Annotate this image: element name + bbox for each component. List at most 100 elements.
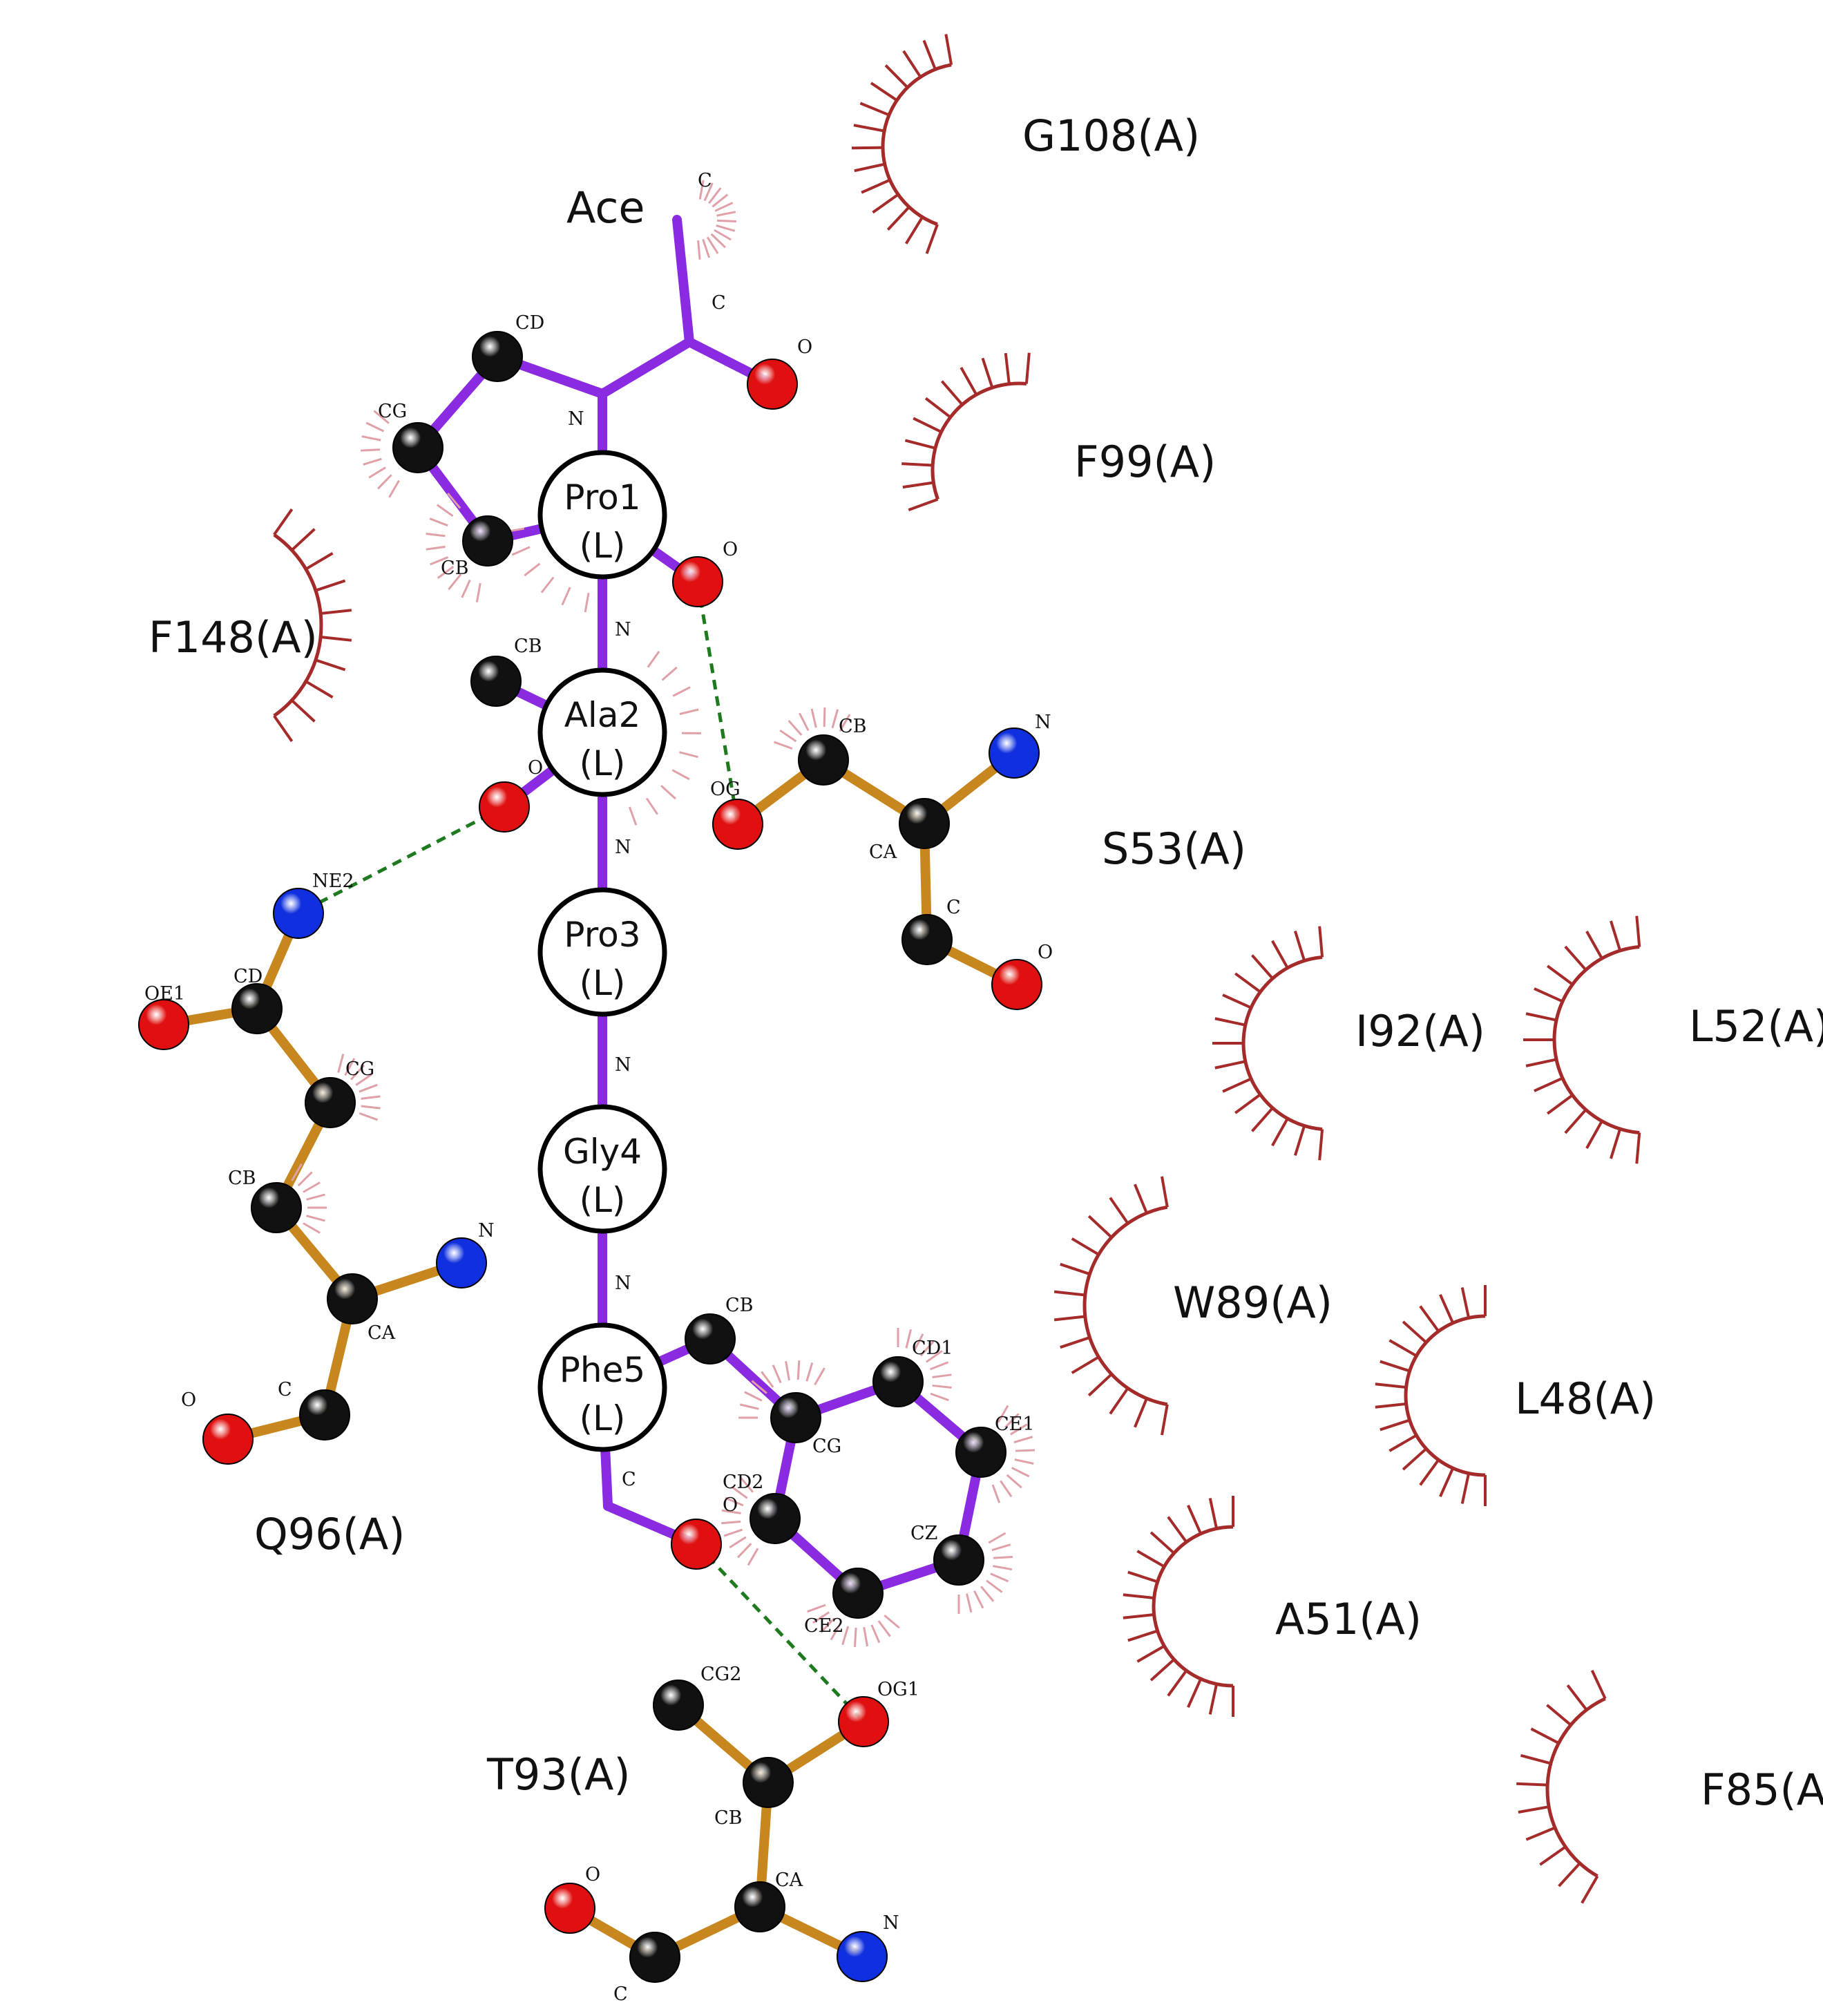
contact-tick [698, 180, 705, 200]
atom-label-phe5-n: N [615, 1273, 631, 1294]
contact-tick [437, 565, 455, 579]
atom-q96-n [436, 1237, 487, 1288]
atom-pro1-cd [472, 331, 523, 382]
contact-spoke [853, 124, 885, 133]
atom-label-pro1-n: N [568, 408, 584, 430]
atom-label-s53-og: OG [710, 779, 741, 800]
hydrophobic-contact-f85 [1516, 1669, 1607, 1904]
contact-tick [716, 211, 736, 217]
contact-tick [751, 1380, 767, 1394]
contact-spoke [1167, 1516, 1188, 1543]
contact-spoke [1214, 1017, 1246, 1027]
residue-name: Gly4 [563, 1132, 642, 1172]
contact-arc [1152, 1525, 1234, 1688]
atom-ala2-cb [470, 656, 522, 707]
contact-tick [1006, 1474, 1022, 1489]
contact-tick [350, 1064, 365, 1081]
contact-tick [905, 1329, 912, 1349]
contact-spoke [851, 146, 884, 150]
hydrophobic-contact-l52 [1523, 915, 1641, 1164]
contact-tick [678, 751, 698, 759]
residue-label-t93: T93(A) [486, 1749, 631, 1800]
contact-spoke [1525, 1826, 1556, 1841]
contact-tick [359, 1112, 379, 1121]
contact-tick [647, 651, 660, 668]
contact-spoke [1071, 1356, 1100, 1374]
contact-tick [1015, 1449, 1035, 1452]
contact-tick [645, 797, 658, 815]
contact-tick [461, 579, 471, 598]
contact-spoke [1318, 926, 1324, 958]
contact-spoke [315, 579, 346, 592]
contact-tick [779, 729, 797, 743]
contact-tick [721, 1520, 741, 1525]
contact-spoke [1439, 1467, 1455, 1497]
atom-label-s53-cb: CB [839, 716, 867, 737]
contact-tick [714, 202, 734, 212]
contact-tick [706, 236, 719, 254]
contact-tick [774, 741, 793, 750]
contact-spoke [981, 357, 994, 388]
contact-tick [831, 709, 839, 729]
contact-spoke [1053, 1290, 1086, 1297]
atom-label-phe5-o: O [723, 1494, 738, 1516]
atom-label-q96-o: O [181, 1389, 196, 1411]
contact-tick [805, 1362, 814, 1382]
residue-circle [537, 1104, 667, 1234]
contact-spoke [1234, 972, 1261, 993]
atom-phe5-ce2 [832, 1568, 884, 1619]
contact-spoke [1590, 1669, 1607, 1700]
ligand-contact-spokes-layer [291, 180, 1035, 1647]
atom-label-q96-ne2: NE2 [312, 871, 354, 892]
contact-tick [361, 1105, 381, 1110]
atom-label-t93-cb: CB [714, 1807, 743, 1829]
contact-tick [661, 666, 678, 681]
atom-q96-c [299, 1389, 350, 1440]
contact-tick [697, 240, 701, 260]
contact-spoke [1208, 1498, 1219, 1529]
contact-tick [584, 592, 590, 613]
contact-tick [337, 1054, 345, 1073]
contact-spoke [1071, 1237, 1100, 1256]
contact-tick [303, 1222, 321, 1234]
contact-tick [932, 1373, 952, 1378]
contact-spoke [1293, 1125, 1306, 1157]
contact-tick [988, 1532, 1006, 1544]
contact-tick [823, 707, 826, 728]
atom-label-phe5-cb: CB [725, 1295, 754, 1316]
atom-label-t93-og1: OG1 [877, 1679, 919, 1700]
contact-arc [881, 63, 952, 227]
contact-tick [863, 1626, 869, 1647]
contact-spoke [1187, 1505, 1203, 1534]
atom-label-q96-cb: CB [228, 1168, 256, 1189]
contact-tick [365, 421, 385, 432]
contact-spoke [884, 64, 909, 88]
contact-spoke [1585, 931, 1603, 960]
contact-tick [376, 474, 392, 490]
contact-tick [355, 1073, 373, 1086]
atom-ala2-o [479, 781, 530, 833]
contact-tick [991, 1484, 1001, 1503]
atom-label-t93-o: O [585, 1864, 600, 1885]
contact-tick [721, 1509, 741, 1514]
atom-label-q96-ca: CA [368, 1322, 396, 1344]
contact-tick [714, 229, 732, 241]
contact-arc [930, 381, 1027, 500]
contact-spoke [1610, 1128, 1622, 1159]
atom-s53-ca [899, 798, 950, 849]
residue-label-i92: I92(A) [1355, 1006, 1485, 1056]
residue-circle [537, 450, 667, 580]
contact-spoke [854, 162, 886, 173]
contact-tick [475, 582, 481, 602]
contact-tick [810, 708, 817, 728]
contact-spoke [1060, 1336, 1091, 1349]
contact-tick [919, 1340, 935, 1357]
contact-tick [1013, 1436, 1033, 1444]
contact-tick [672, 686, 691, 697]
atom-label-ala2-cb: CB [514, 636, 542, 657]
contact-spoke [913, 417, 942, 434]
contact-tick [993, 1555, 1013, 1559]
contact-spoke [1581, 1875, 1599, 1904]
contact-tick [448, 573, 462, 590]
contact-spoke [273, 714, 294, 743]
